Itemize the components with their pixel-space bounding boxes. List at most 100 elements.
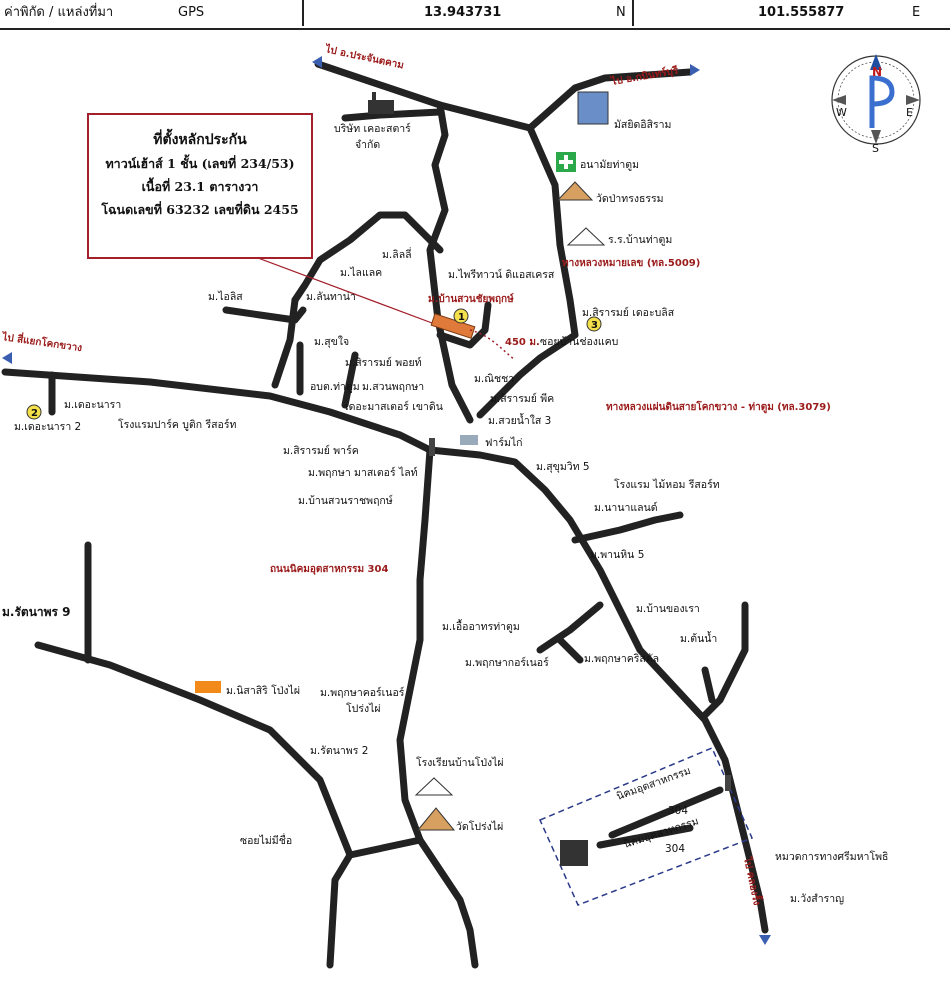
place-lantana: ม.ลันทาน่า xyxy=(306,291,356,303)
source-value: GPS xyxy=(178,5,205,20)
to-khok-khwang-label: ไป สี่แยกโคกขวาง xyxy=(1,329,84,354)
to-kabinburi-label: ไป อ.กบินทร์บุรี xyxy=(609,63,679,88)
distance-label: 450 ม. xyxy=(505,337,540,348)
collateral-info-box: ที่ตั้งหลักประกัน ทาวน์เฮ้าส์ 1 ชั้น (เล… xyxy=(87,113,313,259)
place-factory: บริษัท เคอะสตาร์ xyxy=(334,122,411,135)
place-siram-park: ม.สิรารมย์ พาร์ค xyxy=(283,444,359,457)
compass-n: N xyxy=(872,65,882,79)
school-icon xyxy=(566,227,606,246)
place-nisasiri: ม.นิสาสิริ โป่งไผ่ xyxy=(226,684,300,697)
place-mosque: มัสยิดอิสิราม xyxy=(614,119,671,131)
east-arrow-icon xyxy=(906,95,920,105)
temple-icon-pong xyxy=(416,807,456,831)
road-estate xyxy=(608,786,724,839)
south-arrow-icon xyxy=(871,130,881,144)
store-icon xyxy=(195,681,221,693)
place-hotel-park: โรงแรมปาร์ค บูติก รีสอร์ท xyxy=(118,418,236,431)
place-chicken: ฟาร์มไก่ xyxy=(485,436,523,449)
place-ban-kong-rao: ม.บ้านของเรา xyxy=(636,603,700,615)
mosque-icon xyxy=(577,91,609,125)
west-arrow-icon xyxy=(832,95,846,105)
pointer-line xyxy=(249,254,441,327)
place-siram-peak: ม.สิรารมย์ พีค xyxy=(490,392,554,405)
place-siram-bliss: ม.สิรารมย์ เดอะบลิส xyxy=(582,306,675,319)
coordinate-header: ค่าพิกัด / แหล่งที่มา GPS 13.943731 N 10… xyxy=(0,0,950,30)
marker-1-label: 1 xyxy=(458,312,465,323)
road-mid-left xyxy=(271,296,299,389)
road-ton-nam-2 xyxy=(701,666,716,704)
place-pruksa-corner1: ม.พฤกษากอร์เนอร์ xyxy=(465,656,549,669)
road-branch-lantana xyxy=(291,211,444,304)
info-area: เนื้อที่ 23.1 ตารางวา xyxy=(141,179,259,194)
road-5009-label: ทางหลวงหมายเลข (ทล.5009) xyxy=(562,258,700,269)
distance-line xyxy=(469,329,516,361)
place-school: ร.ร.บ้านท่าตูม xyxy=(608,234,672,246)
marker-1 xyxy=(453,308,469,324)
place-school-pong: โรงเรียนบ้านโป่งไผ่ xyxy=(416,756,504,769)
info-deed: โฉนดเลขที่ 63232 เลขที่ดิน 2455 xyxy=(101,202,299,217)
place-the-nara: ม.เดอะนารา xyxy=(64,399,121,411)
place-labels: บริษัท เคอะสตาร์ จำกัด มัสยิดอิสิราม อนา… xyxy=(2,119,888,905)
road-estate-2 xyxy=(596,824,694,849)
north-arrow-icon xyxy=(870,54,882,70)
compass-e: E xyxy=(906,106,913,119)
place-pruksa-master: ม.พฤกษา มาสเตอร์ ไลท์ xyxy=(308,466,418,479)
road-vertical-center xyxy=(426,101,474,424)
hospital-cross-icon xyxy=(556,152,576,172)
place-ailis: ม.ไอลิส xyxy=(208,290,243,303)
farm-icon xyxy=(460,435,478,445)
source-cell: ค่าพิกัด / แหล่งที่มา GPS xyxy=(0,0,304,26)
place-suan-pruksa: ม.สวนพฤกษา xyxy=(362,381,424,393)
road-pruksa-north xyxy=(436,301,492,349)
marker-3 xyxy=(586,316,602,332)
place-the-nara2: ม.เดอะนารา 2 xyxy=(14,421,81,433)
info-type: ทาวน์เฮ้าส์ 1 ชั้น (เลขที่ 234/53) xyxy=(105,156,295,171)
latitude-cell: 13.943731 N xyxy=(302,0,634,26)
place-ua-athorn: ม.เอื้ออาทรท่าตูม xyxy=(442,619,520,633)
place-wang-saran: ม.วังสำราญ xyxy=(790,893,844,905)
soi-no-name-label: ซอยไม่มีชื่อ xyxy=(240,833,292,847)
longitude-value: 101.555877 xyxy=(758,5,845,20)
place-suay-nam-sai: ม.สวยน้ำใส 3 xyxy=(488,413,551,427)
road-west-long xyxy=(34,641,424,859)
place-pruksa-corner2a: ม.พฤกษาคอร์เนอร์ xyxy=(320,686,405,699)
place-health: อนามัยท่าตูม xyxy=(580,159,639,171)
place-hotel-maihom: โรงแรม ไม้หอม รีสอร์ท xyxy=(614,478,720,491)
place-wat-pa: วัดป่าทรงธรรม xyxy=(596,193,664,205)
compass-rose: N S E W xyxy=(831,54,921,155)
place-ban-suan: ม.บ้านสวนชัยพฤกษ์ xyxy=(428,293,514,305)
to-khlong-rang-label: ไป คลองรั้ง xyxy=(741,855,765,907)
arrow-icon-prachantakham xyxy=(312,56,322,68)
direction-arrows xyxy=(2,56,771,945)
temple-icon xyxy=(556,181,594,201)
road-ton-nam xyxy=(701,601,749,719)
longitude-suffix: E xyxy=(912,5,921,20)
traffic-light-icon-2 xyxy=(725,775,731,791)
road-ua-athorn-2 xyxy=(556,636,584,664)
latitude-suffix: N xyxy=(616,5,626,20)
road-304-label: ถนนนิคมอุตสาหกรรม 304 xyxy=(270,563,388,575)
place-nicha: ม.ณิชชา xyxy=(474,373,514,385)
info-title: ที่ตั้งหลักประกัน xyxy=(153,132,247,148)
place-nanaland: ม.นานาแลนด์ xyxy=(594,501,658,514)
place-pruksa-crystal: ม.พฤกษาคริสตัล xyxy=(584,653,659,665)
road-304 xyxy=(396,446,479,969)
road-nanaland xyxy=(571,511,684,544)
place-ton-nam: ม.ต้นน้ำ xyxy=(680,631,717,645)
marker-2-label: 2 xyxy=(31,408,38,419)
place-factory-2: จำกัด xyxy=(355,139,380,151)
estate-num-2: 304 xyxy=(665,843,685,855)
road-5009 xyxy=(476,124,579,419)
marker-2 xyxy=(26,404,42,420)
compass-w: W xyxy=(836,106,847,119)
traffic-light-icon xyxy=(429,438,435,456)
latitude-value: 13.943731 xyxy=(424,5,502,20)
place-rattanaporn2: ม.รัตนาพร 2 xyxy=(310,745,368,757)
numbered-markers: 1 2 3 xyxy=(26,308,602,420)
place-phanhin: ม.พานหิน 5 xyxy=(590,549,644,561)
place-station: หมวดการทางศรีมหาโพธิ xyxy=(775,850,888,863)
compass-p-icon xyxy=(869,75,895,128)
arrow-icon-khlong-rang xyxy=(759,935,771,945)
arrow-icon-kabinburi xyxy=(690,64,700,76)
